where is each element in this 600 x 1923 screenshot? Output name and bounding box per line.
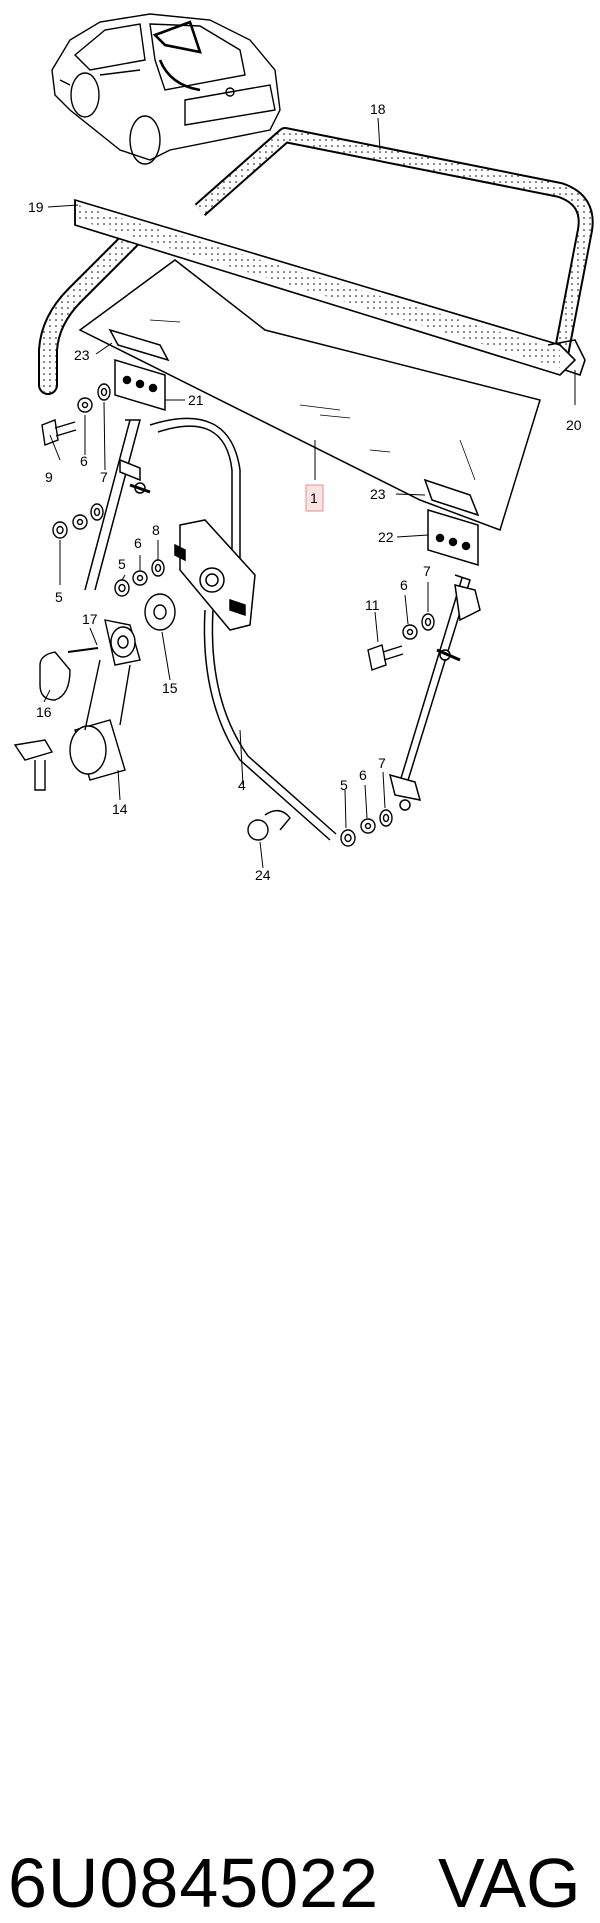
callout-6: 6: [400, 577, 408, 593]
callout-23: 23: [74, 347, 90, 363]
left-seal-strip: [38, 230, 140, 395]
callout-4: 4: [238, 777, 246, 793]
callout-15: 15: [162, 680, 178, 696]
regulator-cable-rail: [149, 417, 337, 841]
callout-17: 17: [82, 611, 98, 627]
car-illustration: [51, 13, 281, 165]
highlight-box: [305, 484, 324, 512]
pulley-and-motor: [13, 619, 291, 841]
callout-6: 6: [134, 535, 142, 551]
callout-11: 11: [365, 597, 380, 613]
callout-labels: 1 4 5 5 5 6 6 6 6 7 7 7 8 9 11 14 15 16 …: [28, 101, 582, 883]
glass-clamp-right: [423, 478, 480, 567]
regulator-drive-unit: [174, 519, 256, 631]
callout-22: 22: [378, 529, 394, 545]
callout-19: 19: [28, 199, 44, 215]
callout-7: 7: [100, 469, 108, 485]
callout-21: 21: [188, 392, 204, 408]
callout-16: 16: [36, 704, 52, 720]
callout-5: 5: [55, 589, 63, 605]
callout-5: 5: [118, 556, 126, 572]
window-glass: [78, 259, 541, 531]
callout-18: 18: [370, 101, 386, 117]
callout-14: 14: [112, 801, 128, 817]
callout-20: 20: [566, 417, 582, 433]
callout-8: 8: [152, 522, 160, 538]
callout-7: 7: [423, 563, 431, 579]
leader-lines: [43, 117, 576, 869]
part-number: 6U0845022: [8, 1844, 379, 1922]
callout-5: 5: [340, 777, 348, 793]
footer: 6U0845022 VAG: [0, 915, 600, 1922]
right-guide-rail: [388, 574, 481, 811]
window-regulator-exploded-diagram: 1 4 5 5 5 6 6 6 6 7 7 7 8 9 11 14 15 16 …: [13, 13, 594, 883]
callout-24: 24: [255, 867, 271, 883]
callout-9: 9: [45, 469, 53, 485]
callout-1: 1: [310, 490, 318, 506]
callout-23: 23: [370, 486, 386, 502]
brand-label: VAG: [438, 1844, 581, 1922]
left-guide-rail: [84, 419, 151, 591]
belt-moulding: [74, 198, 586, 377]
glass-clamp-left: [108, 328, 170, 412]
fasteners: [41, 383, 435, 847]
callout-7: 7: [378, 755, 386, 771]
window-frame-seal: [194, 127, 594, 362]
callout-6: 6: [80, 453, 88, 469]
callout-6: 6: [359, 767, 367, 783]
